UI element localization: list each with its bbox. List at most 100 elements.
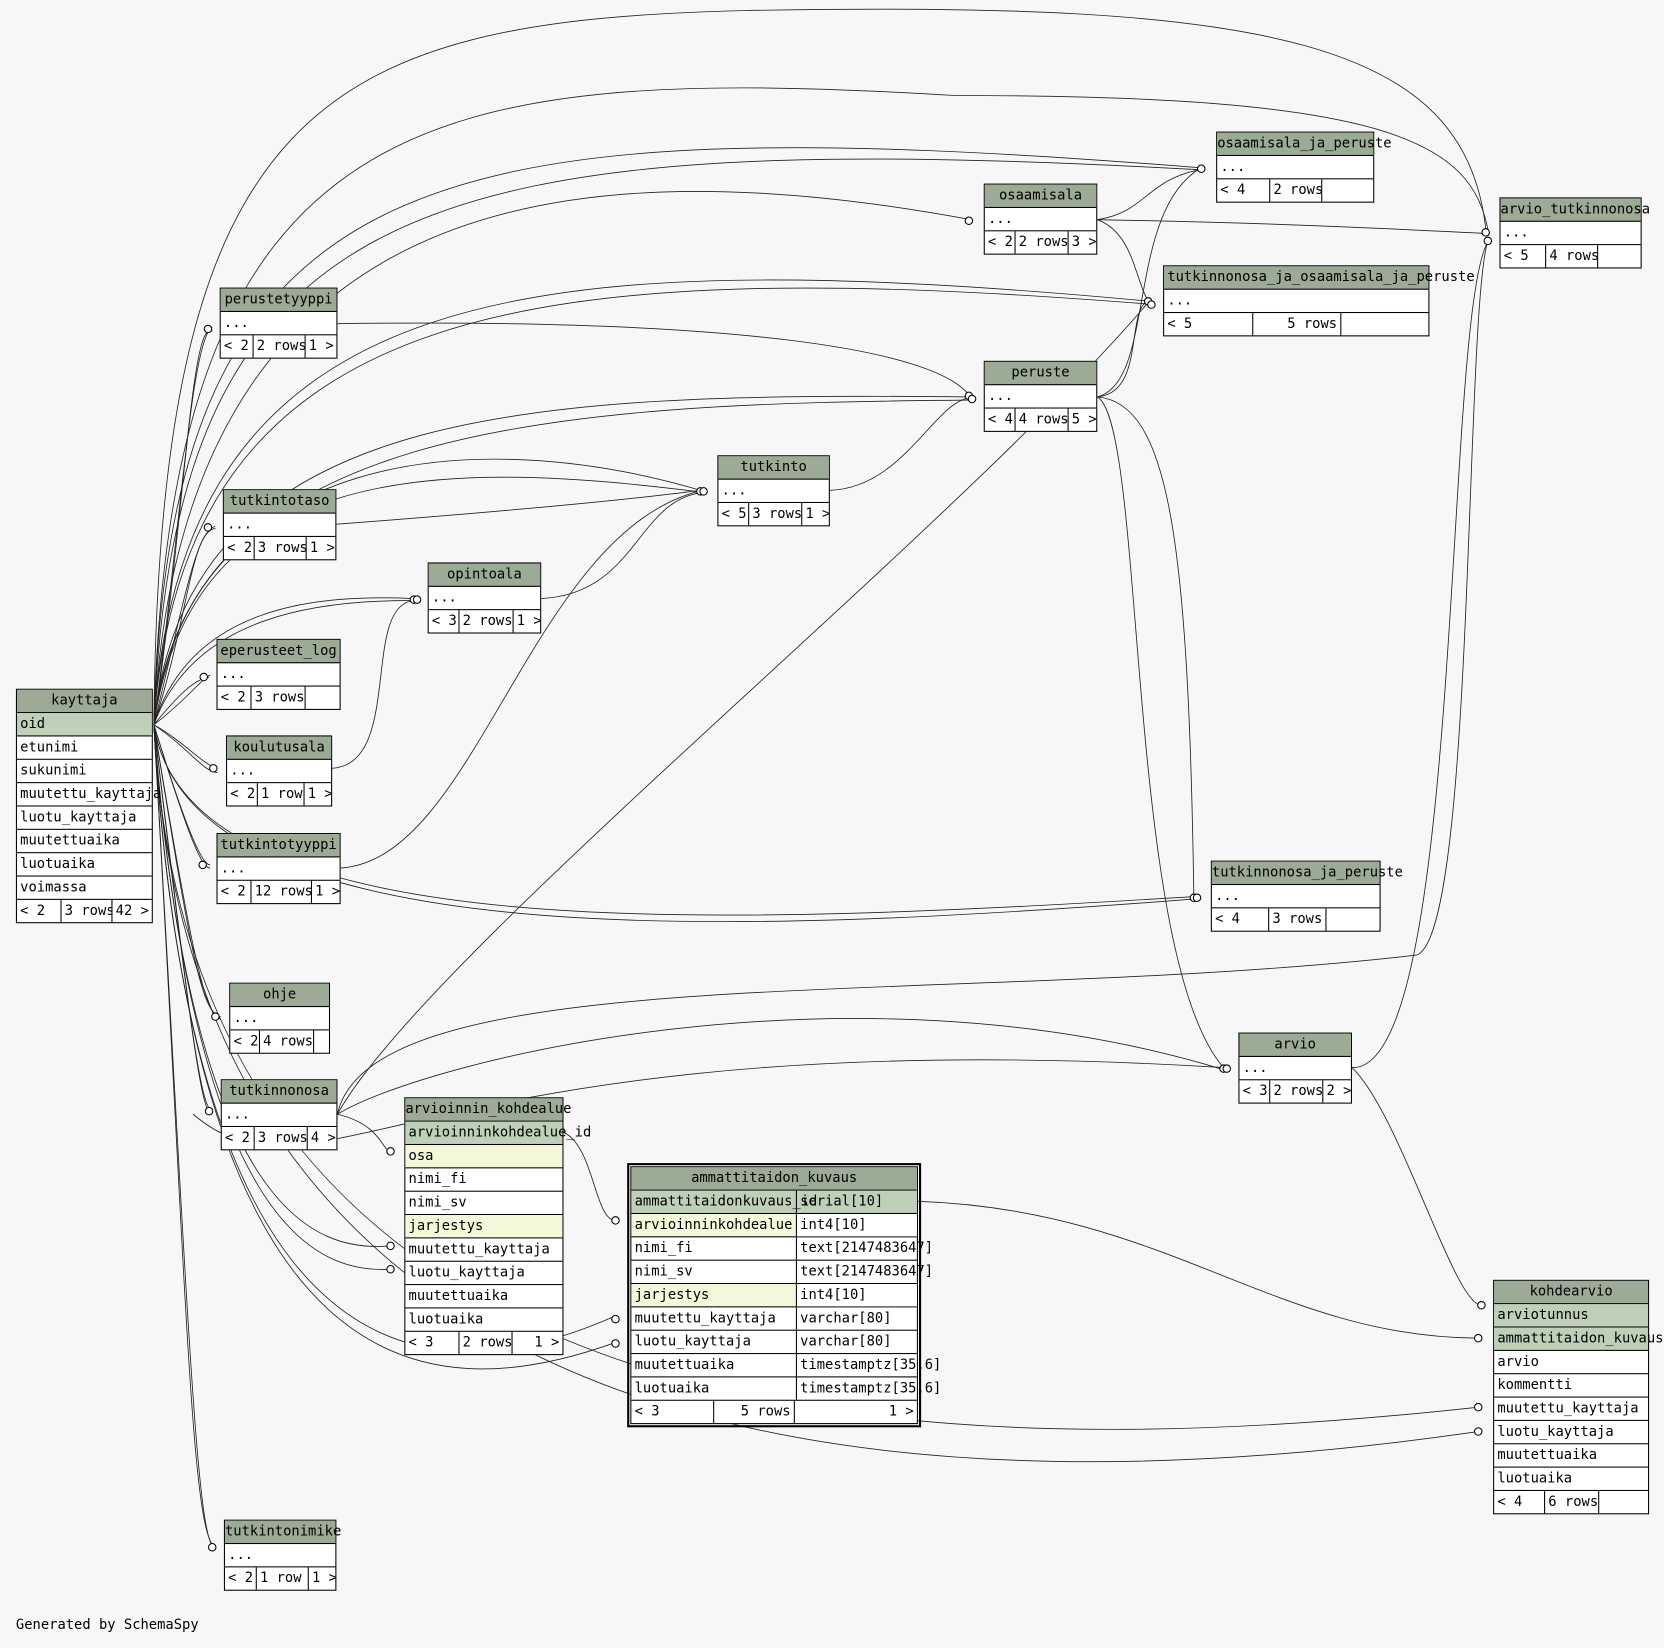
- children-count[interactable]: 4 >: [310, 1130, 336, 1147]
- children-count[interactable]: [1322, 179, 1373, 201]
- table-kohdearvio[interactable]: kohdearvio arviotunnus ammattitaidon_kuv…: [1493, 1279, 1663, 1515]
- parents-count[interactable]: < 2: [221, 335, 254, 358]
- column-nimi-fi[interactable]: nimi_fi: [405, 1168, 563, 1192]
- column-sukunimi[interactable]: sukunimi: [16, 760, 152, 784]
- children-count[interactable]: [1327, 908, 1380, 930]
- parents-count[interactable]: < 3: [405, 1331, 460, 1355]
- table-eperusteet-log[interactable]: eperusteet_log ... < 2 3 rows: [216, 638, 341, 710]
- table-title[interactable]: opintoala: [428, 563, 541, 587]
- column-luotuaika[interactable]: luotuaika: [16, 853, 152, 877]
- column-muutettuaika[interactable]: muutettuaika: [405, 1285, 563, 1309]
- columns-collapsed[interactable]: ...: [1239, 1057, 1351, 1081]
- table-title[interactable]: tutkinnonosa_ja_peruste: [1211, 861, 1403, 886]
- columns-collapsed[interactable]: ...: [217, 857, 340, 881]
- children-count[interactable]: 1 >: [534, 1334, 560, 1351]
- table-tutkinnonosa[interactable]: tutkinnonosa ... < 2 3 rows 4 >: [220, 1079, 338, 1151]
- parents-count[interactable]: < 5: [718, 503, 750, 526]
- columns-collapsed[interactable]: ...: [984, 208, 1097, 232]
- children-count[interactable]: 1 >: [888, 1403, 914, 1420]
- table-title[interactable]: arvioinnin_kohdealue: [405, 1098, 572, 1122]
- table-title[interactable]: kayttaja: [16, 689, 152, 714]
- table-title[interactable]: ammattitaidon_kuvaus: [631, 1167, 917, 1191]
- parents-count[interactable]: < 3: [429, 610, 460, 633]
- parents-count[interactable]: < 2: [230, 1030, 260, 1053]
- children-count[interactable]: 3 >: [1071, 234, 1097, 251]
- table-kayttaja[interactable]: kayttaja oid etunimi sukunimi muutettu_k…: [15, 688, 161, 924]
- children-count[interactable]: 1 >: [516, 613, 541, 630]
- parents-count[interactable]: < 2: [222, 1126, 255, 1150]
- children-count[interactable]: [1341, 313, 1428, 335]
- column-muutettu-kayttaja[interactable]: muutettu_kayttaja: [16, 783, 161, 807]
- table-title[interactable]: arvio: [1239, 1033, 1351, 1057]
- column-kommentti[interactable]: kommentti: [1494, 1374, 1649, 1398]
- parents-count[interactable]: < 2: [985, 231, 1016, 254]
- column-muutettu-kayttaja[interactable]: muutettu_kayttaja: [405, 1238, 563, 1262]
- table-title[interactable]: tutkintonimike: [224, 1520, 341, 1545]
- parents-count[interactable]: < 2: [224, 536, 255, 560]
- columns-collapsed[interactable]: ...: [221, 1104, 337, 1127]
- parents-count[interactable]: < 2: [218, 880, 252, 904]
- table-osaamisala[interactable]: osaamisala ... < 2 2 rows 3 >: [983, 183, 1098, 255]
- table-tutkinto[interactable]: tutkinto ... < 5 3 rows 1 >: [717, 455, 830, 527]
- parents-count[interactable]: < 4: [1494, 1490, 1546, 1514]
- table-koulutusala[interactable]: koulutusala ... < 2 1 row 1 >: [226, 735, 333, 807]
- table-title[interactable]: tutkintotyyppi: [217, 834, 340, 858]
- column-luotu-kayttaja[interactable]: luotu_kayttaja: [405, 1262, 563, 1286]
- table-tutkinnonosa-ja-osaamisala-ja-peruste[interactable]: tutkinnonosa_ja_osaamisala_ja_peruste ..…: [1163, 265, 1475, 337]
- table-arvio[interactable]: arvio ... < 3 2 rows 2 >: [1238, 1032, 1352, 1104]
- column-muutettuaika[interactable]: muutettuaika: [16, 830, 152, 854]
- parents-count[interactable]: < 4: [985, 408, 1016, 431]
- table-ammattitaidon-kuvaus[interactable]: ammattitaidon_kuvaus ammattitaidonkuvaus…: [627, 1163, 941, 1428]
- table-ohje[interactable]: ohje ... < 2 4 rows: [229, 982, 331, 1054]
- parents-count[interactable]: < 5: [1164, 313, 1254, 336]
- children-count[interactable]: [314, 1030, 329, 1052]
- table-tutkintotaso[interactable]: tutkintotaso ... < 2 3 rows 1 >: [222, 489, 337, 561]
- table-title[interactable]: perustetyyppi: [220, 288, 337, 312]
- children-count[interactable]: 2 >: [1326, 1083, 1351, 1100]
- column-osa[interactable]: osa: [405, 1145, 563, 1169]
- columns-collapsed[interactable]: ...: [718, 480, 829, 504]
- column-arviotunnus[interactable]: arviotunnus: [1494, 1304, 1649, 1328]
- column-arvioinninkohdealue-id[interactable]: arvioinninkohdealue_id: [405, 1121, 591, 1146]
- parents-count[interactable]: < 5: [1501, 245, 1547, 268]
- children-count[interactable]: 1 >: [309, 540, 335, 557]
- parents-count[interactable]: < 2: [218, 686, 252, 709]
- children-count[interactable]: [1598, 245, 1640, 267]
- parents-count[interactable]: < 4: [1217, 179, 1271, 202]
- columns-collapsed[interactable]: ...: [227, 760, 332, 784]
- table-tutkintotyyppi[interactable]: tutkintotyyppi ... < 2 12 rows 1 >: [216, 833, 341, 905]
- columns-collapsed[interactable]: ...: [428, 587, 541, 611]
- children-count[interactable]: 1 >: [307, 786, 332, 803]
- columns-collapsed[interactable]: ...: [224, 1544, 336, 1568]
- column-arvio[interactable]: arvio: [1494, 1351, 1649, 1375]
- columns-collapsed[interactable]: ...: [1500, 222, 1641, 246]
- columns-collapsed[interactable]: ...: [220, 312, 337, 336]
- table-arvio-tutkinnonosa[interactable]: arvio_tutkinnonosa ... < 5 4 rows: [1499, 197, 1650, 269]
- parents-count[interactable]: < 3: [631, 1400, 715, 1424]
- table-title[interactable]: peruste: [984, 361, 1097, 386]
- children-count[interactable]: 1 >: [311, 1570, 336, 1587]
- table-tutkintonimike[interactable]: tutkintonimike ... < 2 1 row 1 >: [223, 1519, 341, 1591]
- children-count[interactable]: 1 >: [805, 506, 829, 523]
- columns-collapsed[interactable]: ...: [223, 514, 336, 537]
- table-opintoala[interactable]: opintoala ... < 3 2 rows 1 >: [427, 562, 542, 634]
- table-osaamisala-ja-peruste[interactable]: osaamisala_ja_peruste ... < 4 2 rows: [1216, 131, 1392, 203]
- table-title[interactable]: kohdearvio: [1494, 1280, 1649, 1305]
- parents-count[interactable]: < 4: [1212, 908, 1270, 931]
- column-muutettuaika[interactable]: muutettuaika: [1494, 1444, 1649, 1468]
- table-title[interactable]: tutkinto: [718, 456, 829, 480]
- parents-count[interactable]: < 2: [17, 899, 62, 923]
- table-peruste[interactable]: peruste ... < 4 4 rows 5 >: [983, 360, 1098, 432]
- column-luotuaika[interactable]: luotuaika: [405, 1308, 563, 1332]
- children-count[interactable]: 42 >: [115, 903, 149, 919]
- children-count[interactable]: 1 >: [315, 883, 340, 900]
- columns-collapsed[interactable]: ...: [1211, 885, 1380, 909]
- columns-collapsed[interactable]: ...: [984, 385, 1097, 409]
- children-count[interactable]: 1 >: [308, 338, 334, 355]
- columns-collapsed[interactable]: ...: [1217, 156, 1374, 180]
